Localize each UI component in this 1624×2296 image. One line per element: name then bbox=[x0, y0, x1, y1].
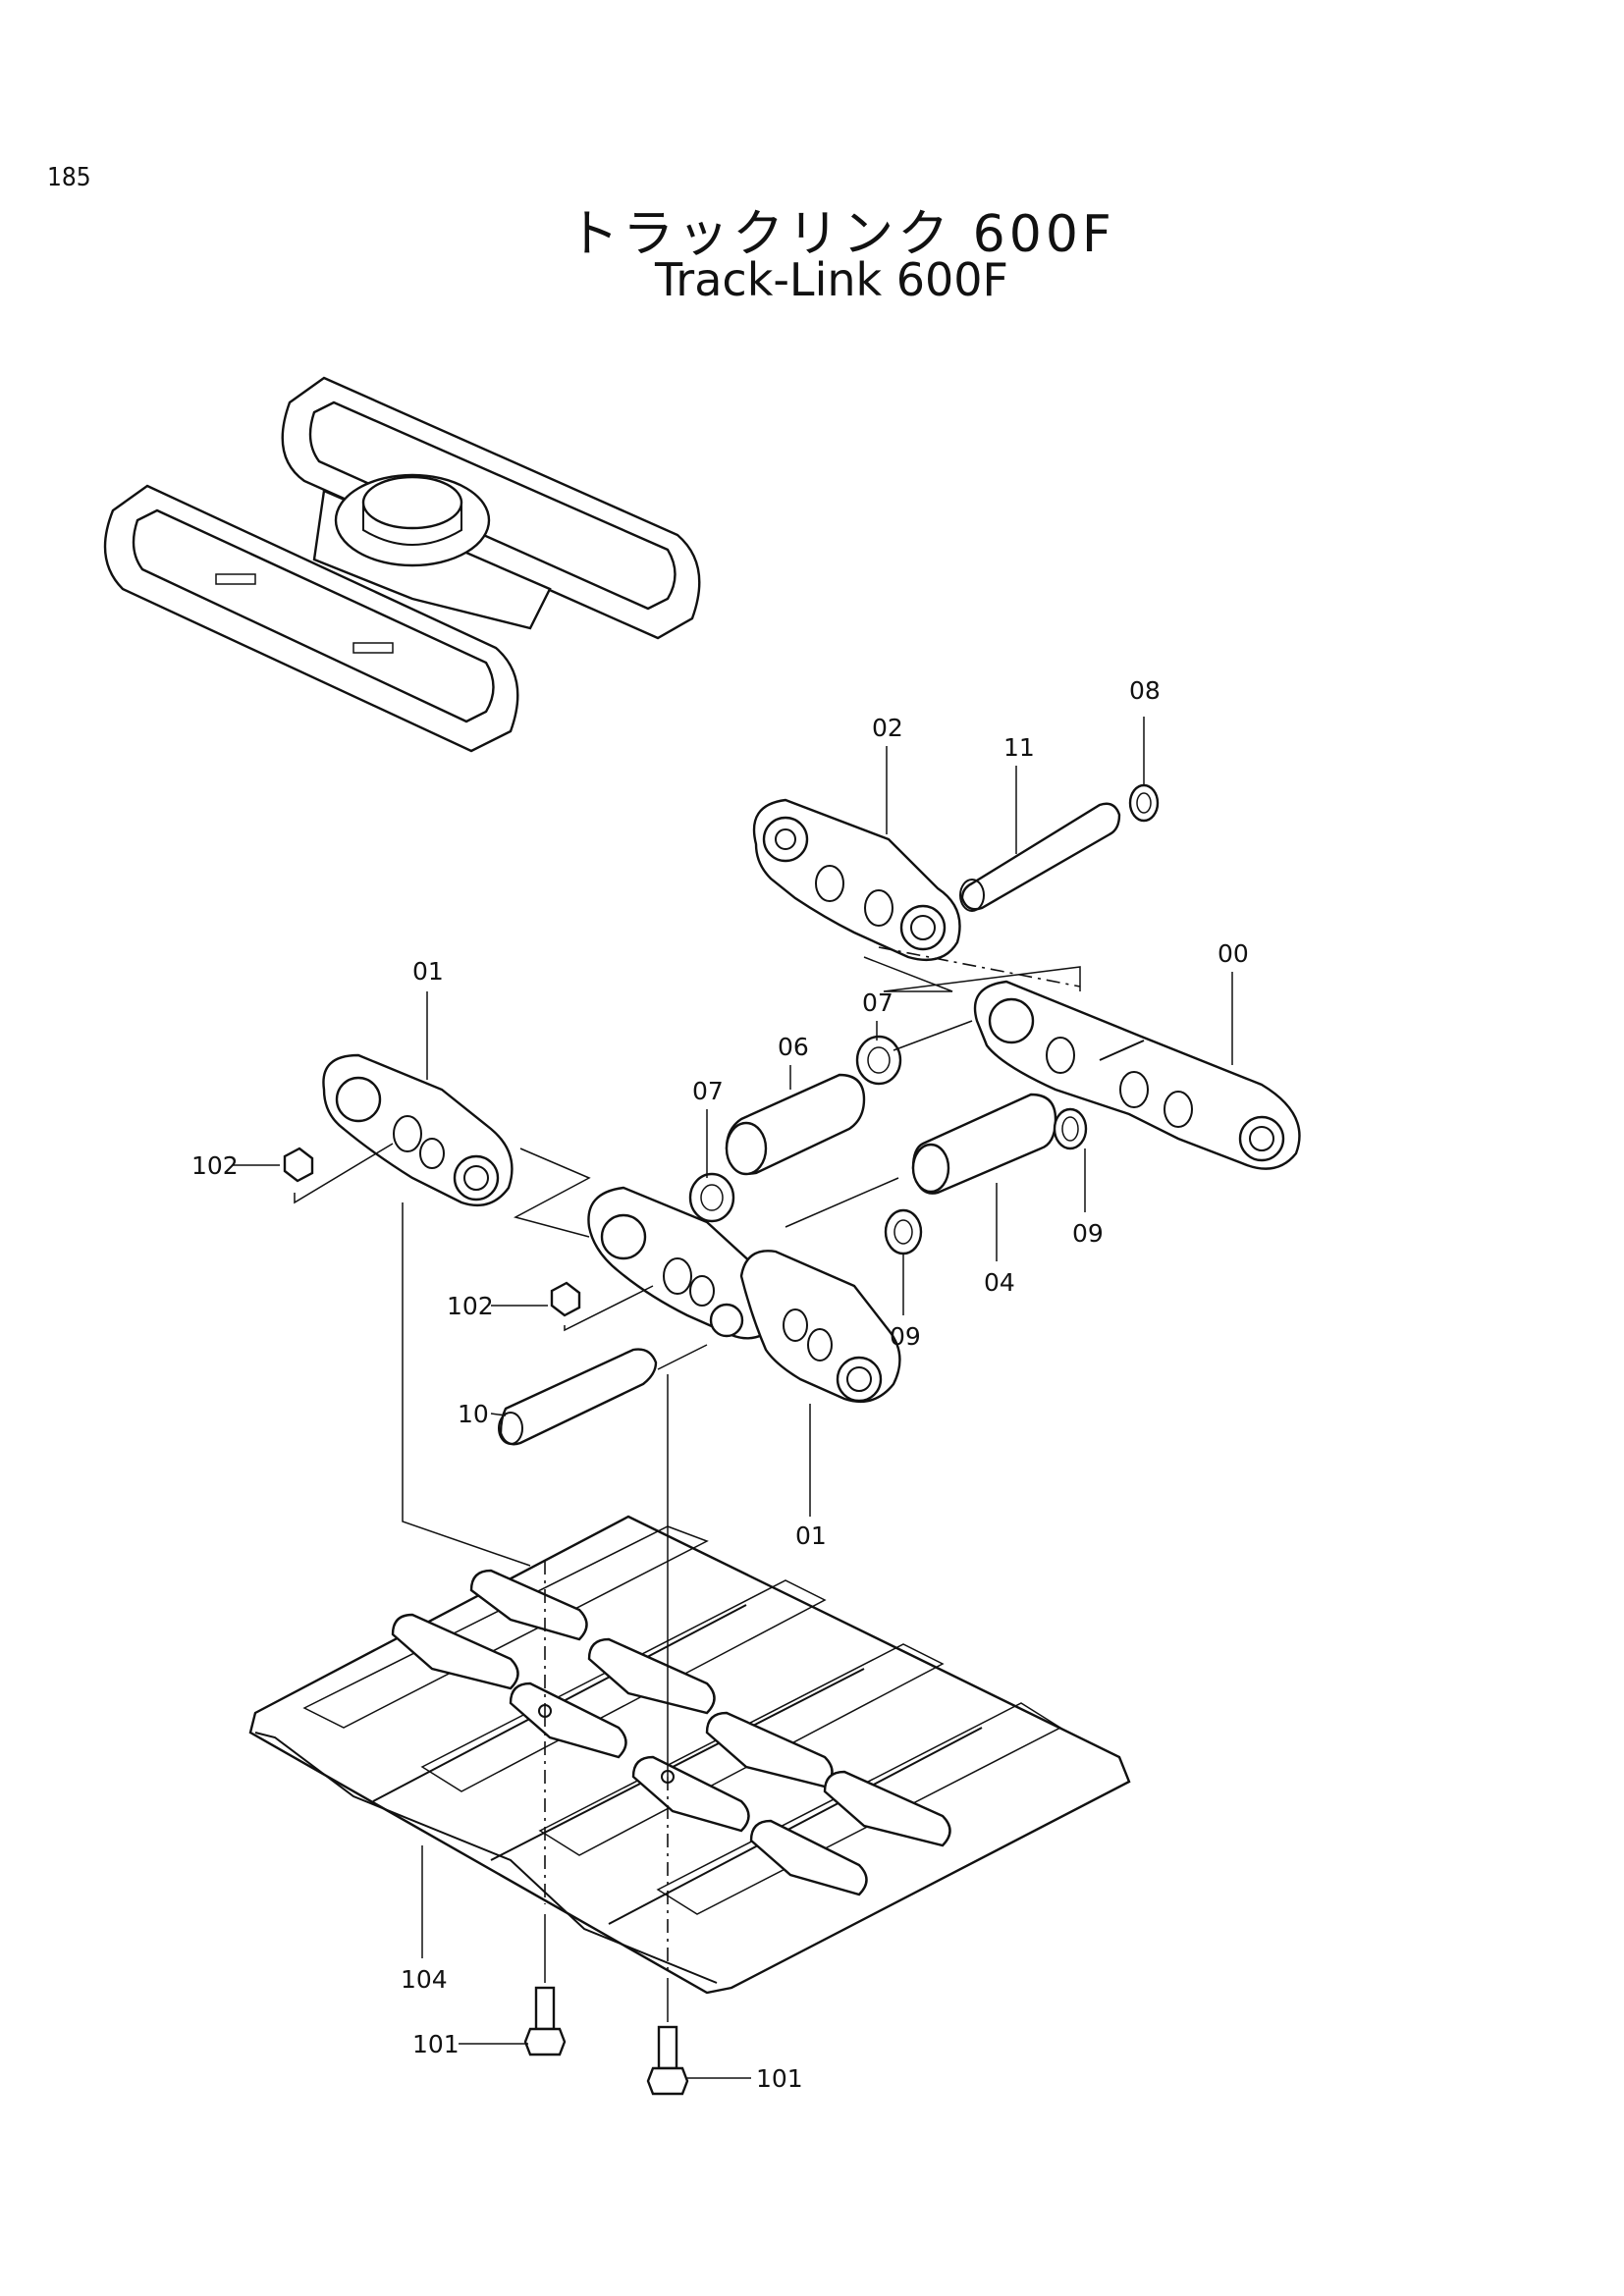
assembly-guide-line bbox=[402, 1202, 531, 1567]
track-link-00-illustration bbox=[973, 980, 1301, 1170]
callout-101-left: 101 bbox=[412, 2030, 460, 2058]
bushing-04-illustration bbox=[911, 1093, 1057, 1195]
bolt-101-left-illustration bbox=[523, 1986, 567, 2056]
assembly-guide-line bbox=[893, 1020, 973, 1051]
callout-01-top: 01 bbox=[412, 957, 444, 986]
assembly-guide-line bbox=[513, 1148, 591, 1238]
assembly-guide-line bbox=[294, 1143, 394, 1204]
leader-lines bbox=[233, 717, 1233, 2079]
title-english: Track-Link 600F bbox=[654, 253, 1009, 306]
callout-102-top: 102 bbox=[191, 1151, 239, 1180]
snap-ring-08-illustration bbox=[1128, 783, 1160, 823]
master-pin-11-illustration bbox=[959, 802, 1121, 912]
callout-11: 11 bbox=[1003, 733, 1035, 762]
callout-06: 06 bbox=[778, 1033, 809, 1061]
seal-09-right-illustration bbox=[1053, 1107, 1088, 1150]
nut-102-middle-illustration bbox=[550, 1281, 581, 1317]
track-shoe-104-illustration bbox=[248, 1515, 1131, 1995]
callout-00: 00 bbox=[1218, 939, 1249, 968]
callout-09-right: 09 bbox=[1072, 1219, 1104, 1248]
nut-102-top-illustration bbox=[283, 1147, 314, 1183]
undercarriage-overview-illustration bbox=[103, 376, 701, 753]
track-link-01-middle-illustration bbox=[587, 1186, 901, 1404]
track-link-02-illustration bbox=[752, 798, 961, 962]
seal-09-middle-illustration bbox=[884, 1208, 923, 1255]
seal-07-right-illustration bbox=[855, 1035, 902, 1086]
pin-10-illustration bbox=[498, 1348, 658, 1446]
page-number: 185 bbox=[47, 163, 91, 192]
assembly-guide-line bbox=[878, 946, 1081, 988]
callout-101-right: 101 bbox=[756, 2064, 803, 2093]
title-japanese: トラックリンク 600F bbox=[568, 205, 1115, 264]
callout-104: 104 bbox=[401, 1965, 448, 1994]
callout-02: 02 bbox=[872, 714, 903, 742]
callout-04: 04 bbox=[984, 1268, 1015, 1297]
callout-08: 08 bbox=[1129, 676, 1161, 705]
callout-09-middle: 09 bbox=[890, 1322, 921, 1351]
callout-07-left: 07 bbox=[692, 1077, 724, 1105]
callout-01-bottom: 01 bbox=[795, 1522, 827, 1550]
callout-07-right: 07 bbox=[862, 988, 893, 1017]
bolt-101-right-illustration bbox=[646, 2025, 689, 2096]
callout-10: 10 bbox=[458, 1400, 489, 1428]
seal-07-left-illustration bbox=[688, 1172, 735, 1223]
assembly-guide-line bbox=[657, 1344, 708, 1370]
track-link-01-top-illustration bbox=[322, 1053, 514, 1207]
callout-102-middle: 102 bbox=[447, 1292, 494, 1320]
assembly-guide-line bbox=[564, 1285, 654, 1332]
assembly-guide-line bbox=[785, 1177, 899, 1228]
bushing-06-illustration bbox=[725, 1073, 866, 1176]
assembly-guide-line bbox=[863, 956, 1081, 992]
